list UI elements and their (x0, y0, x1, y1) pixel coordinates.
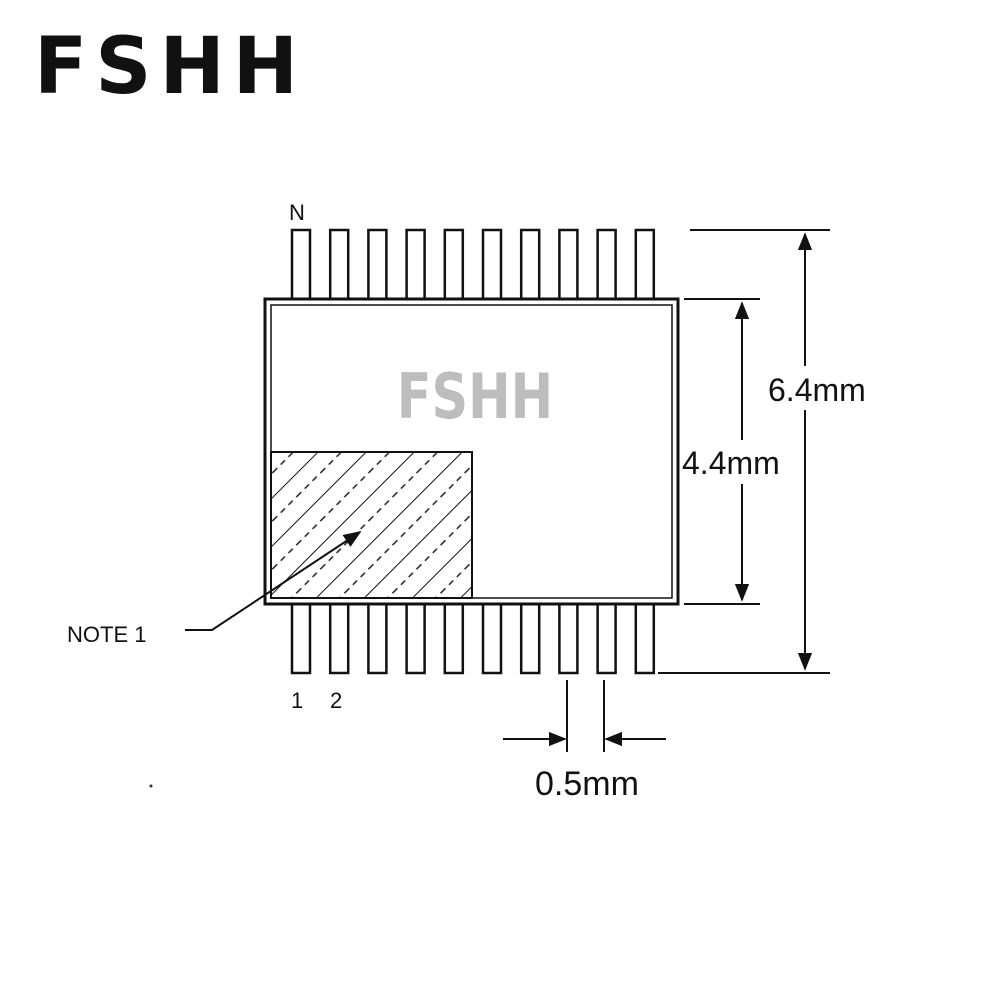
top-pin (634, 228, 656, 301)
note1-hatched-area (270, 451, 473, 599)
bottom-pin-row (290, 602, 656, 675)
dim-body-label: 4.4mm (682, 445, 780, 481)
top-pin (290, 228, 312, 301)
top-pin (328, 228, 350, 301)
bottom-pin (596, 602, 617, 675)
pin-n-label: N (289, 200, 305, 225)
bottom-pin (367, 602, 388, 675)
bottom-pin (481, 602, 503, 675)
pin-2-label: 2 (330, 688, 342, 713)
top-pin (519, 228, 541, 301)
watermark-text: FSHH (397, 361, 553, 433)
brand-logo-text: FSHH (34, 22, 307, 112)
top-pin (405, 228, 426, 301)
note1-label: NOTE 1 (67, 622, 146, 647)
stray-dot (149, 784, 153, 788)
bottom-pin (443, 602, 465, 675)
top-pin (596, 228, 617, 301)
dim-overall-label: 6.4mm (768, 372, 866, 408)
pin-1-label: 1 (291, 688, 303, 713)
top-pin (443, 228, 465, 301)
bottom-pin (519, 602, 541, 675)
top-pin (481, 228, 503, 301)
bottom-pin (558, 602, 579, 675)
top-pin (558, 228, 579, 301)
bottom-pin (634, 602, 656, 675)
top-pin (367, 228, 388, 301)
top-pin-row (290, 228, 656, 301)
note1-leader-line (185, 531, 362, 631)
dim-pitch-label: 0.5mm (535, 765, 639, 803)
bottom-pin (405, 602, 426, 675)
bottom-pin (328, 602, 350, 675)
bottom-pin (290, 602, 312, 675)
